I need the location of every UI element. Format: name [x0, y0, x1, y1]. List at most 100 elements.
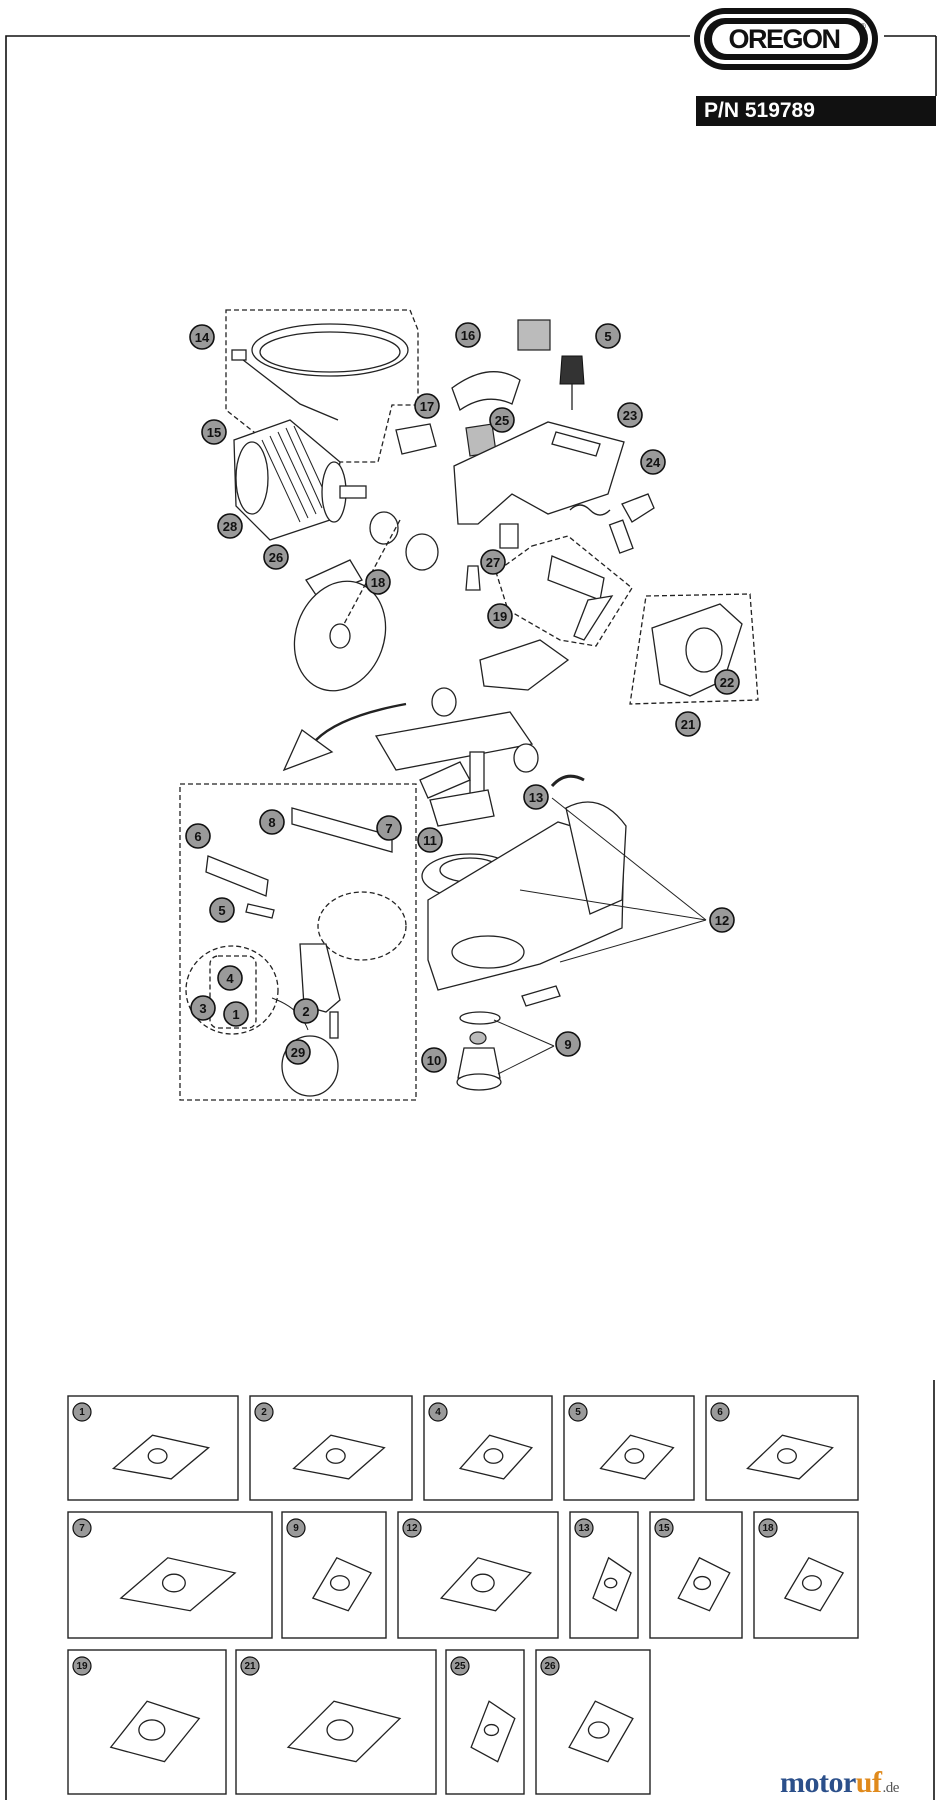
- bushing-27: [499, 523, 519, 549]
- kit-panel-number: 25: [454, 1661, 466, 1672]
- callout-label: 24: [646, 455, 661, 470]
- callout-25: 25: [489, 407, 515, 433]
- grinding-wheel-hub: [329, 623, 351, 649]
- pivot-group-outline: [495, 535, 633, 647]
- kit-panel-number-circle: [72, 1402, 92, 1422]
- kit-part-detail: [483, 1448, 504, 1464]
- kit-panel-5: 5: [563, 1395, 695, 1501]
- callout-circle: [285, 1039, 311, 1065]
- base-plate: [429, 789, 495, 827]
- watermark-text: motoruf: [780, 1766, 882, 1799]
- kit-panel-number-circle: [654, 1518, 674, 1538]
- power-cord-coil: [251, 323, 409, 377]
- callout-22: 22: [714, 669, 740, 695]
- callout-label: 19: [493, 609, 507, 624]
- callout-label: 28: [223, 519, 237, 534]
- callout-label: 15: [207, 425, 221, 440]
- callout-label: 14: [195, 330, 210, 345]
- kit-panel-19: 19: [67, 1649, 227, 1795]
- callout-17: 17: [414, 393, 440, 419]
- leader-12-a: [551, 797, 707, 921]
- switch-box: [517, 319, 551, 351]
- callout-label: 23: [623, 408, 637, 423]
- watermark-accent: uf: [855, 1766, 882, 1799]
- callout-circle: [259, 809, 285, 835]
- kit-part-detail: [776, 1448, 797, 1464]
- kit-panel-7: 7: [67, 1511, 273, 1639]
- kit-part-detail: [326, 1719, 354, 1741]
- motor-shaft: [339, 485, 367, 499]
- spring-10: [469, 1031, 487, 1045]
- kit-panel-number-circle: [240, 1656, 260, 1676]
- registered-mark: ®: [860, 22, 866, 31]
- callout-circle: [365, 569, 391, 595]
- leader-12-b: [519, 889, 707, 921]
- callout-2: 2: [293, 998, 319, 1024]
- motor-end-cap: [235, 441, 269, 515]
- callout-label: 26: [269, 550, 283, 565]
- vise-post: [469, 751, 485, 797]
- callout-label: 3: [199, 1001, 206, 1016]
- kit-panel-13: 13: [569, 1511, 639, 1639]
- pivot-bar: [547, 555, 605, 601]
- capacitor: [395, 423, 437, 455]
- callout-label: 18: [371, 575, 385, 590]
- swing-arrow-shaft: [315, 702, 407, 741]
- callout-16: 16: [455, 322, 481, 348]
- kit-part-detail: [801, 1575, 822, 1591]
- kit-panel-number: 2: [261, 1407, 267, 1418]
- power-cord-group-outline: [225, 309, 419, 463]
- kit-panel-2: 2: [249, 1395, 413, 1501]
- flange-outer: [405, 533, 439, 571]
- callout-label: 5: [604, 329, 611, 344]
- kit-part-detail: [325, 1448, 346, 1464]
- callout-circle: [595, 323, 621, 349]
- lower-guard-piece: [479, 639, 570, 691]
- kit-panel-number-circle: [568, 1402, 588, 1422]
- callout-label: 11: [423, 833, 437, 848]
- oregon-logo-text: OREGON: [728, 24, 841, 54]
- kit-panel-number: 4: [435, 1407, 441, 1418]
- frame-left-top: [5, 35, 690, 1380]
- callout-10: 10: [421, 1047, 447, 1073]
- callout-28: 28: [217, 513, 243, 539]
- kit-panel-number-circle: [428, 1402, 448, 1422]
- foot-base: [456, 1073, 502, 1091]
- kit-panel-frame: [397, 1511, 559, 1639]
- callout-circle: [376, 815, 402, 841]
- kit-panel-26: 26: [535, 1649, 651, 1795]
- handle-24-stem: [608, 519, 634, 554]
- callout-circle: [414, 393, 440, 419]
- callout-label: 17: [420, 399, 434, 414]
- kit-part-detail: [329, 1575, 350, 1591]
- callout-circle: [555, 1031, 581, 1057]
- kit-panel-number-circle: [286, 1518, 306, 1538]
- callout-3: 3: [190, 995, 216, 1021]
- kit-panel-21: 21: [235, 1649, 437, 1795]
- kit-panel-15: 15: [649, 1511, 743, 1639]
- callout-7: 7: [376, 815, 402, 841]
- vise-kit-rail: [291, 807, 393, 853]
- callout-12: 12: [709, 907, 735, 933]
- callout-circle: [455, 322, 481, 348]
- callout-6: 6: [185, 823, 211, 849]
- callout-circle: [263, 544, 289, 570]
- callout-circle: [185, 823, 211, 849]
- kit-part-detail: [603, 1577, 618, 1589]
- spring-coil-top: [550, 774, 585, 788]
- vise-kit-outline: [179, 783, 417, 1101]
- callout-11: 11: [417, 827, 443, 853]
- kit-panel-6: 6: [705, 1395, 859, 1501]
- callout-circle: [209, 897, 235, 923]
- power-cord-coil-inner: [259, 331, 401, 373]
- callout-circle: [190, 995, 216, 1021]
- bushing-lower: [465, 565, 481, 591]
- callout-14: 14: [189, 324, 215, 350]
- wheel-guard-window: [685, 627, 723, 673]
- kit-panel-4: 4: [423, 1395, 553, 1501]
- oregon-logo: OREGON ®: [694, 8, 878, 70]
- kit-panel-number: 7: [79, 1523, 85, 1534]
- callout-circle: [223, 1001, 249, 1027]
- callout-label: 27: [486, 555, 500, 570]
